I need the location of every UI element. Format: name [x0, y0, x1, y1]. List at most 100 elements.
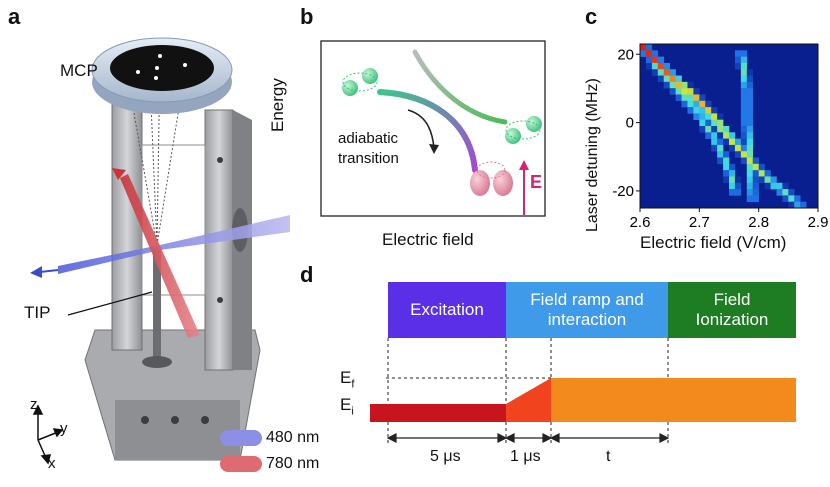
heatmap-cell — [699, 107, 706, 114]
heatmap-cell — [657, 56, 665, 64]
heatmap-cell — [705, 113, 712, 120]
heatmap-cell — [770, 176, 777, 184]
heatmap-cell — [794, 195, 801, 202]
heatmap-cell — [693, 94, 700, 102]
heatmap-cell — [729, 189, 736, 196]
heatmap-cell — [746, 132, 754, 139]
phase-field-ionization: Field Ionization — [668, 282, 796, 338]
heatmap-cell — [723, 176, 730, 184]
heatmap-cell — [788, 201, 795, 209]
heatmap-cell — [788, 189, 795, 196]
heatmap-cell — [699, 94, 706, 102]
heatmap-cell — [800, 201, 807, 209]
timing-diagram — [370, 338, 796, 443]
heatmap-cell — [711, 113, 718, 120]
heatmap-cell — [734, 62, 742, 70]
panel-letter-a: a — [8, 4, 21, 29]
heatmap-cell — [699, 119, 706, 127]
phase-field-ionization-line2: Ionization — [695, 310, 769, 329]
ef-subscript: f — [351, 378, 355, 391]
phase-field-ramp: Field ramp and interaction — [506, 282, 668, 338]
molecule-pair — [470, 161, 513, 196]
heatmap-cell — [657, 62, 665, 70]
panel-letter-c: c — [585, 4, 598, 29]
heatmap-cell — [717, 151, 724, 158]
heatmap-cell — [699, 100, 706, 108]
heatmap-cell — [734, 50, 742, 57]
heatmap-cell — [699, 126, 706, 133]
tip — [153, 250, 161, 360]
heatmap-cell — [729, 163, 736, 171]
phase-field-ionization-line1: Field — [713, 290, 751, 309]
heatmap-cell — [645, 62, 653, 70]
heatmap-cell — [651, 50, 659, 57]
heatmap-cell — [675, 94, 682, 102]
heatmap-cell — [693, 113, 700, 120]
heatmap-cell — [740, 132, 748, 139]
heatmap-cell — [717, 138, 724, 146]
heatmap-cell — [723, 126, 730, 133]
heatmap-cell — [746, 119, 754, 127]
annotation-line2: transition — [338, 150, 399, 167]
heatmap-cell — [746, 126, 754, 133]
heatmap-cell — [717, 132, 724, 139]
heatmap-cell — [734, 189, 742, 196]
heatmap-cell — [794, 201, 801, 209]
heatmap-cell — [669, 75, 676, 83]
heatmap-cell — [657, 75, 665, 83]
heatmap-cell — [717, 157, 724, 165]
heatmap-cell — [705, 107, 712, 114]
field-symbol: E — [530, 172, 543, 192]
heatmap-cell — [687, 81, 694, 89]
apparatus-illustration — [30, 37, 290, 472]
heatmap-cell — [705, 132, 712, 139]
heatmap-cell — [651, 69, 659, 76]
phase-field-ramp-line1: Field ramp and — [530, 290, 644, 309]
heatmap-cell — [717, 144, 724, 152]
heatmap-cell — [776, 189, 783, 196]
heatmap-cell — [729, 170, 736, 177]
heatmap-cell — [752, 163, 759, 171]
heatmap-cell — [764, 182, 771, 190]
heatmap-cell — [752, 195, 759, 202]
heatmap-cell — [723, 157, 730, 165]
heatmap-cell — [746, 189, 754, 196]
pulse-low — [370, 404, 506, 422]
heatmap-cell — [758, 176, 765, 184]
frame-left — [111, 99, 143, 351]
heatmap-cell — [782, 182, 789, 190]
heatmap-cell — [734, 144, 742, 152]
duration-5us: 5 μs — [430, 448, 461, 465]
heatmap-cell — [752, 170, 759, 177]
heatmap-cell — [764, 170, 771, 177]
ef-letter: E — [340, 368, 352, 387]
heatmap-cell — [734, 151, 742, 158]
heatmap-cell — [746, 182, 754, 190]
mcp-label: MCP — [60, 61, 98, 80]
ei-subscript: i — [351, 405, 354, 418]
heatmap-cell — [663, 75, 670, 83]
heatmap-cell — [752, 157, 759, 165]
heatmap-cell — [687, 94, 694, 102]
x-tick-label: 2.6 — [630, 214, 651, 231]
heatmap-cell — [758, 163, 765, 171]
x-tick-label: 2.9 — [808, 214, 829, 231]
atom-pair-right — [505, 116, 542, 144]
heatmap-cell — [645, 44, 653, 51]
phase-excitation: Excitation — [388, 282, 506, 338]
heatmap-cell — [752, 176, 759, 184]
heatmap-cell — [711, 144, 718, 152]
ei-label: Ei — [340, 395, 354, 417]
heatmap-cell — [776, 182, 783, 190]
y-tick-label: 20 — [617, 46, 634, 63]
heatmap-cell — [729, 144, 736, 152]
heatmap-cell — [746, 88, 754, 95]
phase-field-ramp-line2: interaction — [547, 310, 627, 329]
heatmap-cell — [687, 107, 694, 114]
axis-y-label: y — [60, 420, 68, 437]
heatmap-cell — [746, 100, 754, 108]
heatmap-cell — [746, 151, 754, 158]
heatmap-cell — [675, 88, 682, 95]
panel-letter-d: d — [300, 262, 314, 287]
heatmap-cell — [681, 81, 688, 89]
